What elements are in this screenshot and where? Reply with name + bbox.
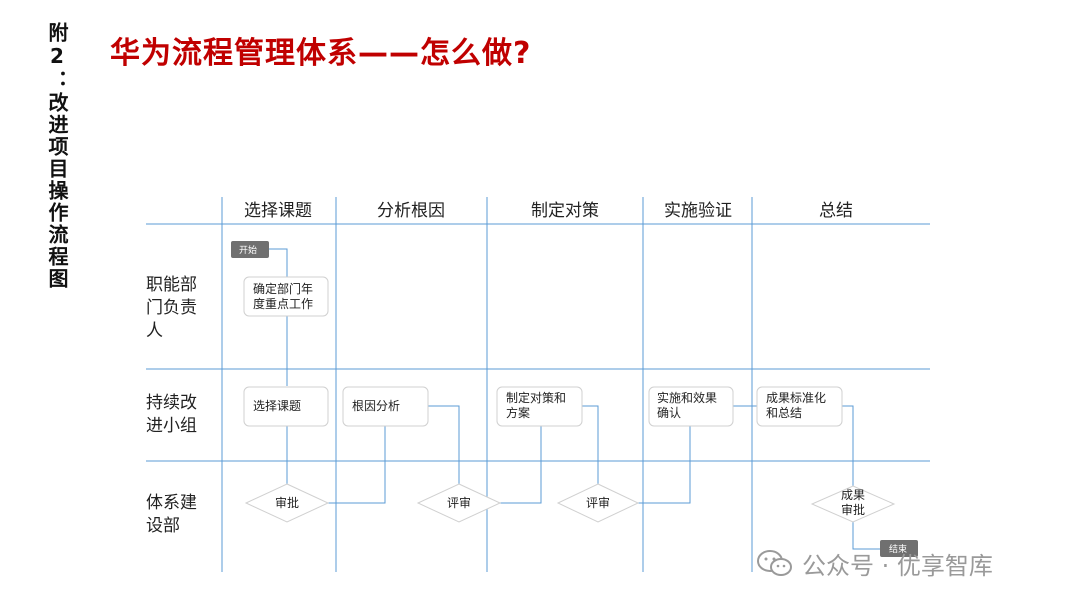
decision-diamond xyxy=(556,483,640,523)
box-label: 和总结 xyxy=(766,406,802,420)
lane-label: 门负责 xyxy=(146,298,197,318)
column-header: 制定对策 xyxy=(531,201,599,221)
decision-label: 审批 xyxy=(841,502,865,517)
box-label: 实施和效果 xyxy=(657,390,717,405)
box-label: 制定对策和 xyxy=(506,390,566,405)
start-node: 开始 xyxy=(231,241,269,258)
start-label: 开始 xyxy=(239,244,257,256)
connector xyxy=(269,248,288,277)
connectors xyxy=(269,248,880,550)
column-header: 总结 xyxy=(819,201,853,221)
connector xyxy=(428,405,460,484)
end-node: 结束 xyxy=(880,540,918,557)
lane-label: 体系建 xyxy=(146,493,197,513)
lane-label: 设部 xyxy=(146,516,180,536)
process-box xyxy=(243,276,329,317)
decision-diamond xyxy=(416,483,502,523)
decision-label: 成果 xyxy=(841,488,865,502)
wechat-icon xyxy=(756,549,794,579)
connector xyxy=(852,522,880,550)
connector xyxy=(500,426,542,504)
connector xyxy=(842,405,854,486)
decision-label: 评审 xyxy=(447,495,471,510)
box-label: 根因分析 xyxy=(352,399,400,413)
process-box xyxy=(648,386,734,427)
column-header: 分析根因 xyxy=(377,201,445,221)
box-label: 度重点工作 xyxy=(253,296,313,311)
connector xyxy=(582,405,599,484)
process-box xyxy=(342,386,429,427)
page-title: 华为流程管理体系——怎么做? xyxy=(110,36,532,71)
watermark-text: 公众号 · 优享智库 xyxy=(802,552,993,580)
watermark: 公众号 · 优享智库 xyxy=(756,546,993,581)
decision-label: 审批 xyxy=(275,495,299,510)
process-box xyxy=(756,386,843,427)
column-header: 选择课题 xyxy=(244,201,312,221)
column-header: 实施验证 xyxy=(664,201,732,221)
connector xyxy=(638,426,691,504)
decision-diamond xyxy=(244,483,330,523)
process-box xyxy=(496,386,583,427)
lane-label: 进小组 xyxy=(146,416,197,436)
box-label: 选择课题 xyxy=(253,399,301,413)
connector xyxy=(328,426,386,504)
end-label: 结束 xyxy=(889,543,907,555)
decision-diamond xyxy=(810,485,896,523)
side-title: 附2：改进项目操作流程图 xyxy=(45,22,69,290)
box-label: 确定部门年 xyxy=(253,281,313,296)
box-label: 确认 xyxy=(657,406,681,420)
grid xyxy=(146,197,930,572)
box-label: 成果标准化 xyxy=(766,391,826,405)
box-label: 方案 xyxy=(506,405,530,420)
lane-label: 持续改 xyxy=(146,393,197,413)
lane-labels: 职能部 门负责 人 持续改 进小组 体系建 设部 xyxy=(146,275,197,536)
lane-label: 人 xyxy=(146,321,163,341)
lane-label: 职能部 xyxy=(146,275,197,295)
decision-label: 评审 xyxy=(586,495,610,510)
process-box xyxy=(243,386,329,427)
column-headers: 选择课题 分析根因 制定对策 实施验证 总结 xyxy=(244,201,853,221)
